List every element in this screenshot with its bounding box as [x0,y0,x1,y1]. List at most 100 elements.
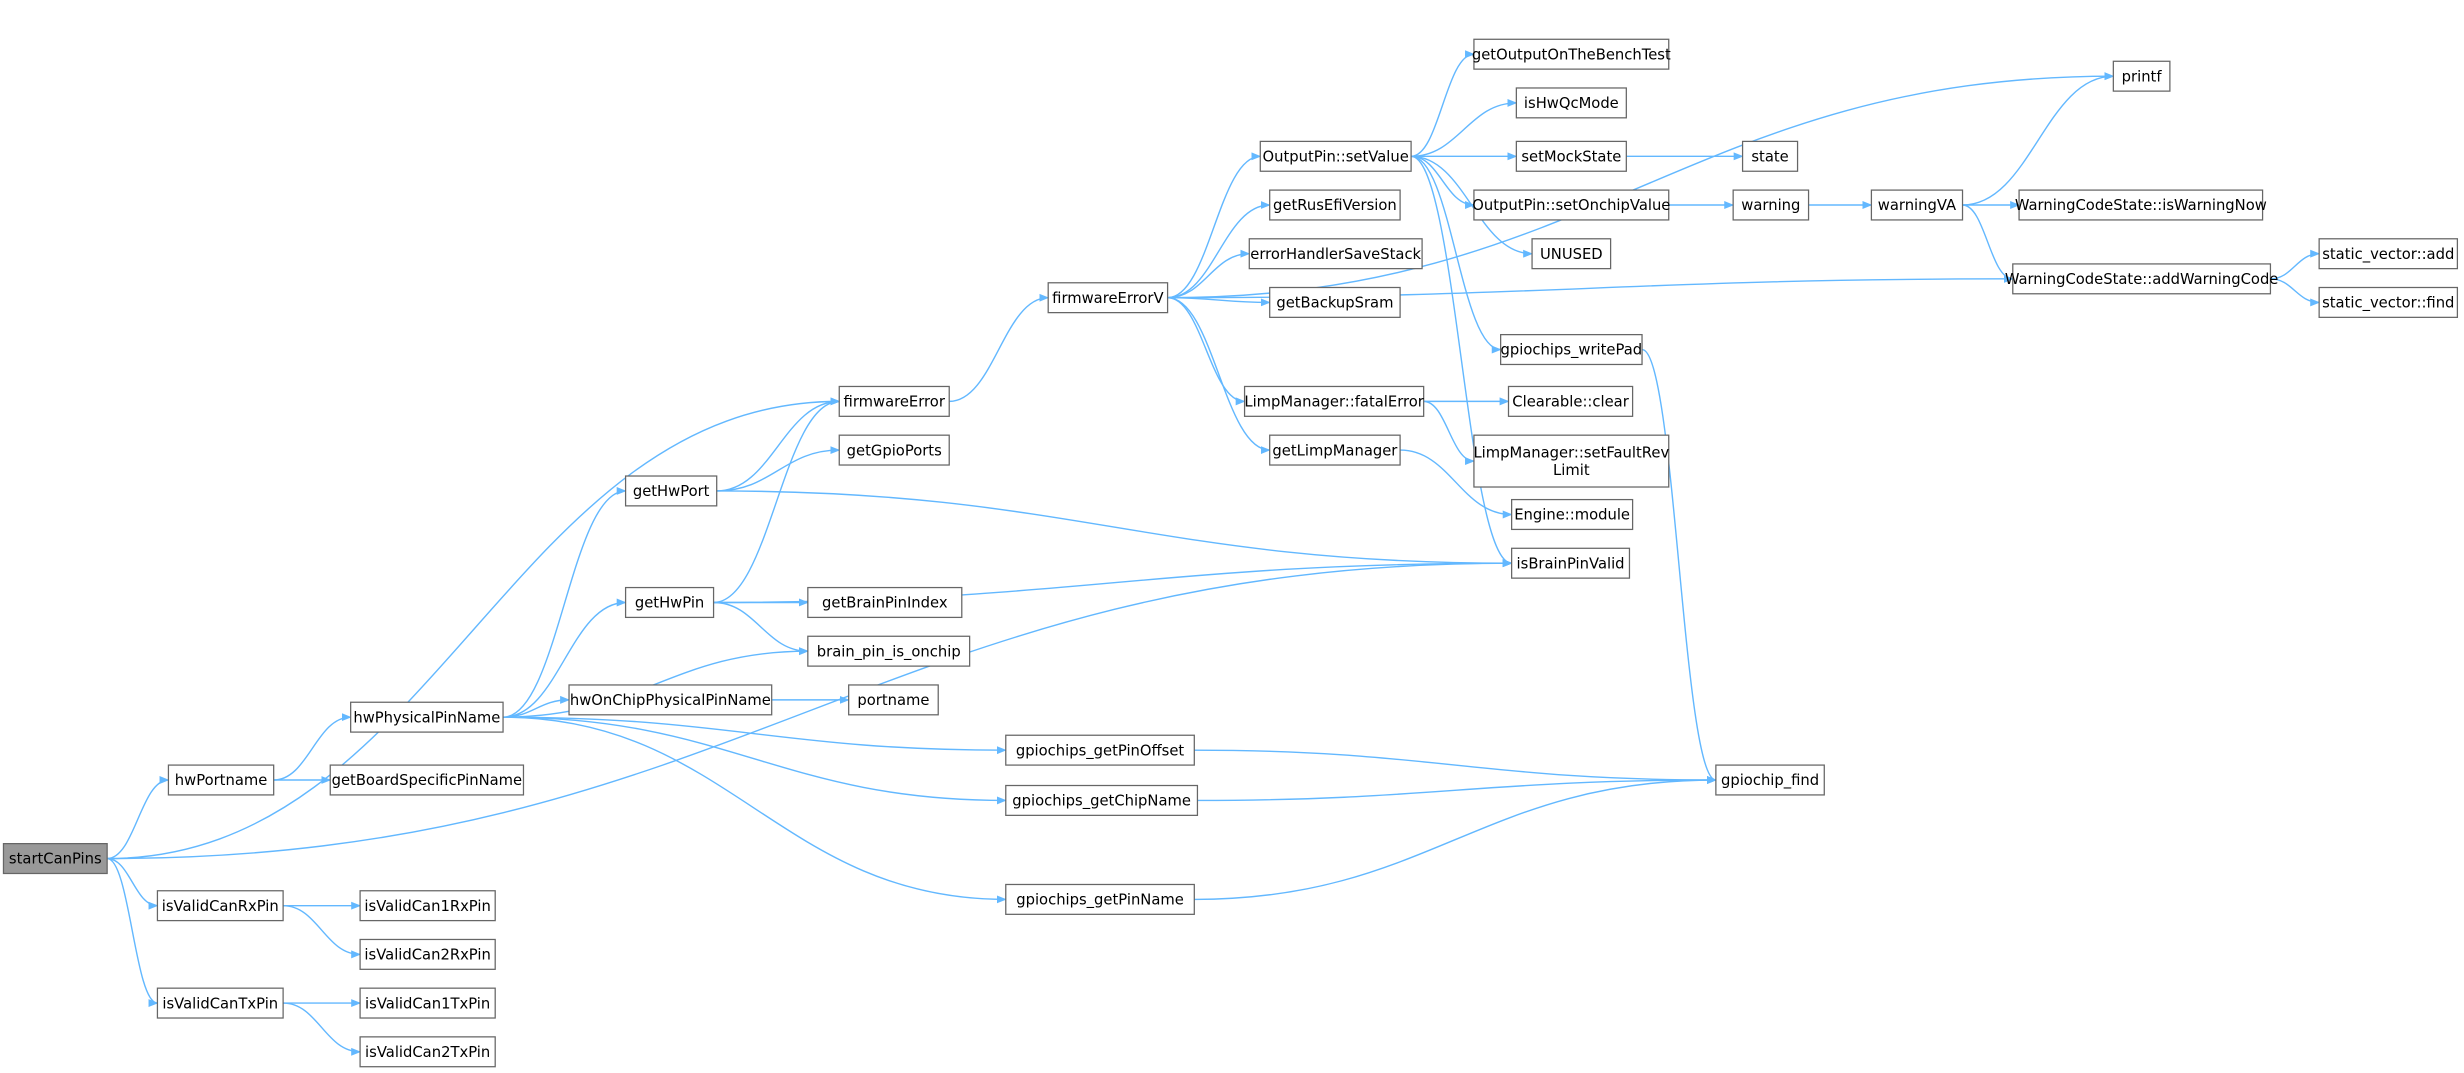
node-warningcodestate-iswarningnow[interactable]: WarningCodeState::isWarningNow [2015,189,2267,221]
node-getbrainpinindex[interactable]: getBrainPinIndex [807,586,963,619]
edge-hwphysicalpinname-to-gpiochips-getpinname [503,716,1007,904]
edge-outputpin-setvalue-to-getoutputonthebenchtest [1410,50,1475,158]
node-label: getBrainPinIndex [822,595,948,612]
edge-firmwareerror-to-firmwareerrorv [949,293,1050,403]
node-label: state [1751,148,1788,165]
edge-gethwport-to-getgpioports [716,446,841,492]
node-label: hwPortname [175,772,267,789]
node-limpmanager-fatalerror[interactable]: LimpManager::fatalError [1243,385,1425,417]
node-label: static_vector::find [2322,295,2454,312]
node-ishwqcmode[interactable]: isHwQcMode [1515,87,1627,119]
node-label: getRusEfiVersion [1273,197,1397,214]
node-label: warning [1741,197,1800,214]
node-firmwareerrorv[interactable]: firmwareErrorV [1047,282,1169,314]
node-isvalidcan1rxpin[interactable]: isValidCan1RxPin [359,890,496,922]
node-gpiochips-getpinoffset[interactable]: gpiochips_getPinOffset [1005,734,1195,766]
node-label: gpiochips_getPinOffset [1016,742,1185,759]
edge-gpiochips-getchipname-to-gpiochip-find [1197,776,1717,802]
node-isvalidcan2txpin[interactable]: isValidCan2TxPin [359,1036,496,1068]
edge-gpiochips-getpinoffset-to-gpiochip-find [1194,749,1717,784]
edge-firmwareerrorv-to-limpmanager-fatalerror [1167,296,1246,406]
node-getbackupsram[interactable]: getBackupSram [1269,286,1401,318]
edge-hwportname-to-hwphysicalpinname [273,713,352,781]
node-label: Clearable::clear [1512,394,1629,411]
edge-firmwareerrorv-to-errorhandlersavestack [1167,249,1251,299]
node-getoutputonthebenchtest[interactable]: getOutputOnTheBenchTest [1472,38,1671,70]
node-gpiochips-writepad[interactable]: gpiochips_writePad [1500,333,1643,366]
node-box [2318,238,2459,270]
node-hwportname[interactable]: hwPortname [167,764,275,796]
node-portname[interactable]: portname [848,684,939,716]
edge-firmwareerrorv-to-getrusefiversion [1167,201,1271,299]
edge-hwphysicalpinname-to-gethwport [503,487,627,718]
node-box [359,1036,496,1068]
node-label: isHwQcMode [1524,95,1619,112]
node-box [2012,263,2272,295]
node-engine-module[interactable]: Engine::module [1511,498,1634,531]
edge-outputpin-setvalue-to-unused [1411,155,1534,258]
node-warningcodestate-addwarningcode[interactable]: WarningCodeState::addWarningCode [2005,263,2279,295]
node-gpiochips-getpinname[interactable]: gpiochips_getPinName [1005,883,1195,915]
node-box [1473,38,1670,70]
node-gethwport[interactable]: getHwPort [624,475,718,507]
node-hwonchipphysicalpinname[interactable]: hwOnChipPhysicalPinName [568,684,773,716]
node-gpiochips-getchipname[interactable]: gpiochips_getChipName [1005,784,1199,816]
node-box [1732,189,1810,221]
node-label: LimpManager::fatalError [1244,394,1424,411]
node-gethwpin[interactable]: getHwPin [624,586,715,619]
node-isvalidcan2rxpin[interactable]: isValidCan2RxPin [359,938,496,970]
node-label: Engine::module [1514,507,1630,524]
node-box [359,938,496,970]
node-isbrainpinvalid[interactable]: isBrainPinValid [1511,547,1631,579]
node-warningva[interactable]: warningVA [1870,189,1964,221]
edge-startcanpins-to-hwportname [107,776,170,860]
node-getboardspecificpinname[interactable]: getBoardSpecificPinName [329,764,525,796]
node-unused[interactable]: UNUSED [1531,238,1612,270]
node-setmockstate[interactable]: setMockState [1515,140,1627,172]
node-box [350,701,504,733]
edge-hwphysicalpinname-to-gethwpin [503,598,627,718]
edge-warningcodestate-addwarningcode-to-static-vector-find [2270,278,2321,307]
node-isvalidcantxpin[interactable]: isValidCanTxPin [156,987,284,1019]
node-isvalidcanrxpin[interactable]: isValidCanRxPin [156,890,284,922]
node-gpiochip-find[interactable]: gpiochip_find [1715,764,1825,796]
node-printf[interactable]: printf [2112,60,2171,92]
node-label: startCanPins [9,851,102,868]
node-box [1248,238,1423,270]
node-box [359,890,496,922]
node-box [2,843,108,875]
node-box [1515,140,1627,172]
node-static-vector-find[interactable]: static_vector::find [2318,286,2459,318]
edge-gethwport-to-firmwareerror [716,397,841,492]
node-getrusefiversion[interactable]: getRusEfiVersion [1269,189,1401,221]
node-box [568,684,773,716]
node-label: getLimpManager [1272,442,1398,459]
node-label: warningVA [1878,197,1956,214]
node-outputpin-setonchipvalue[interactable]: OutputPin::setOnchipValue [1472,189,1670,221]
node-startcanpins[interactable]: startCanPins [2,843,108,875]
node-box [1269,189,1401,221]
node-isvalidcan1txpin[interactable]: isValidCan1TxPin [359,987,496,1019]
node-hwphysicalpinname[interactable]: hwPhysicalPinName [350,701,504,733]
node-box [329,764,525,796]
node-firmwareerror[interactable]: firmwareError [838,385,950,417]
node-getlimpmanager[interactable]: getLimpManager [1269,434,1401,466]
node-brain-pin-is-onchip[interactable]: brain_pin_is_onchip [807,635,971,667]
node-box [1005,784,1199,816]
node-box [1741,140,1799,172]
node-label: portname [857,692,929,709]
node-state[interactable]: state [1741,140,1799,172]
node-getgpioports[interactable]: getGpioPorts [838,434,950,466]
node-errorhandlersavestack[interactable]: errorHandlerSaveStack [1248,238,1423,270]
node-warning[interactable]: warning [1732,189,1810,221]
node-label: firmwareError [844,394,946,411]
nodes-layer: startCanPins hwPortname getBoardSpecificPi… [2,38,2459,1068]
node-label: hwPhysicalPinName [353,709,500,726]
node-box [1269,434,1401,466]
node-outputpin-setvalue[interactable]: OutputPin::setValue [1259,140,1412,172]
node-static-vector-add[interactable]: static_vector::add [2318,238,2459,270]
node-label: isValidCan1RxPin [364,898,490,915]
node-clearable-clear[interactable]: Clearable::clear [1507,385,1634,417]
node-label: hwOnChipPhysicalPinName [570,692,771,709]
